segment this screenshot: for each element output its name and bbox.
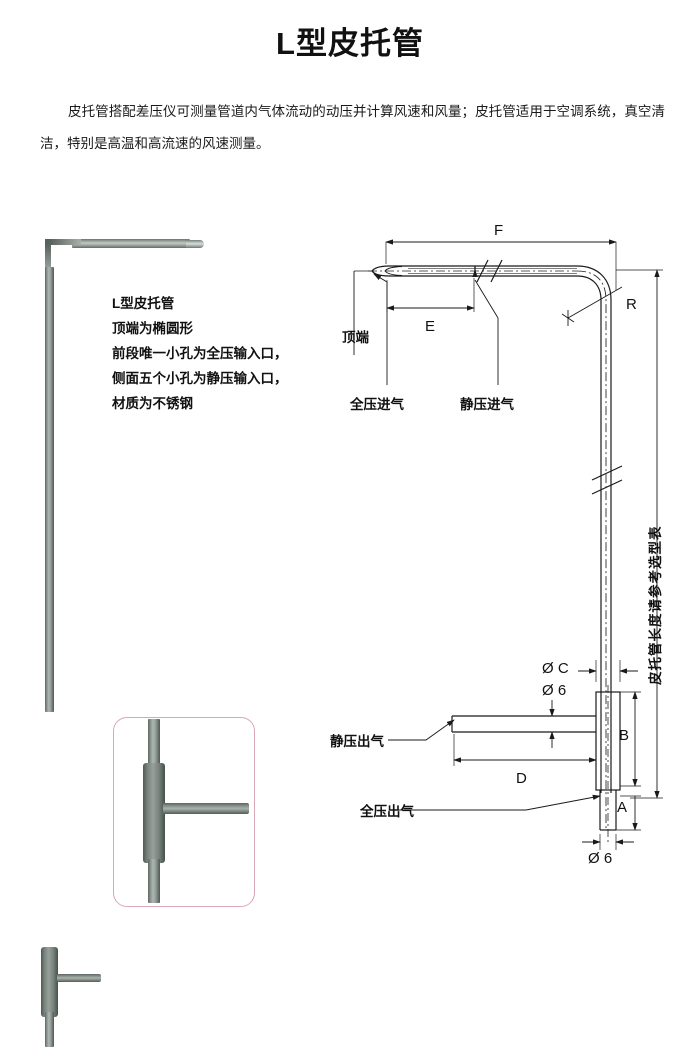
probe-tip-horizontal-section <box>72 239 190 248</box>
probe-ellipsoidal-tip <box>186 239 204 248</box>
label-d: D <box>516 770 527 787</box>
dimension-e <box>386 278 475 312</box>
leader-static-pressure-inlet <box>472 266 499 385</box>
annotation-line-2: 顶端为椭圆形 <box>112 321 193 336</box>
probe-vertical-body <box>600 685 612 793</box>
label-length-note: 皮托管长度请参考选型表 <box>648 525 663 686</box>
annotation-line-5: 材质为不锈钢 <box>112 396 193 411</box>
annotation-line-3: 前段唯一小孔为全压输入口， <box>112 346 288 361</box>
leader-static-pressure-outlet <box>388 719 455 741</box>
static-pressure-outlet-tube <box>451 715 596 733</box>
dimension-a <box>616 795 641 831</box>
label-dia-c: Ø C <box>542 660 569 677</box>
label-e: E <box>425 318 436 335</box>
label-static-pressure-inlet: 静压进气 <box>460 397 514 412</box>
inset-t-joint-side-arm <box>163 803 249 814</box>
datasheet-page: L型皮托管 皮托管搭配差压仪可测量管道内气体流动的动压并计算风速和风量；皮托管适… <box>40 26 700 1047</box>
leader-total-pressure-inlet <box>373 273 388 385</box>
dimension-b <box>620 691 641 787</box>
probe-outlet-stub <box>45 1012 54 1047</box>
annotation-line-1: L型皮托管 <box>112 296 175 311</box>
probe-t-joint-side-arm <box>57 974 101 982</box>
label-b: B <box>619 727 630 744</box>
annotation-line-4: 侧面五个小孔为静压输入口， <box>112 371 288 386</box>
dimension-r <box>561 286 623 326</box>
dimension-dia-6-bottom <box>582 834 634 850</box>
product-description: 皮托管搭配差压仪可测量管道内气体流动的动压并计算风速和风量；皮托管适用于空调系统… <box>40 104 665 151</box>
leader-total-pressure-outlet <box>390 794 601 811</box>
label-dia-6-side: Ø 6 <box>542 682 567 699</box>
probe-vertical-shaft <box>45 267 54 712</box>
label-r: R <box>626 296 637 313</box>
label-total-pressure-outlet: 全压出气 <box>360 804 414 819</box>
break-mark-horizontal <box>476 259 503 283</box>
inset-t-joint-body <box>143 763 165 863</box>
inner-tube-walls <box>408 267 577 275</box>
label-total-pressure-inlet: 全压进气 <box>350 397 404 412</box>
drawing-svg <box>353 239 663 850</box>
inset-shaft-lower <box>148 859 160 903</box>
dimension-overall-length <box>616 269 663 799</box>
probe-elbow-bend <box>576 265 612 685</box>
label-tip: 顶端 <box>342 330 369 345</box>
label-static-pressure-outlet: 静压出气 <box>330 734 384 749</box>
label-a: A <box>617 799 628 816</box>
label-dia-6-bottom: Ø 6 <box>588 850 613 867</box>
page-title: L型皮托管 <box>276 26 424 61</box>
leader-tip <box>353 270 374 355</box>
inset-shaft-upper <box>148 719 160 767</box>
probe-t-joint-body <box>41 947 58 1017</box>
dimension-d <box>453 734 597 766</box>
inner-channel-centerline <box>368 270 607 830</box>
dimension-dia-c <box>578 660 638 682</box>
engineering-drawing: F E R B A D Ø C Ø 6 Ø 6 顶端 全压进气 静压进气 静压出… <box>330 222 700 867</box>
break-mark-vertical <box>591 465 623 495</box>
label-f: F <box>494 222 504 239</box>
dimension-f <box>385 239 617 290</box>
